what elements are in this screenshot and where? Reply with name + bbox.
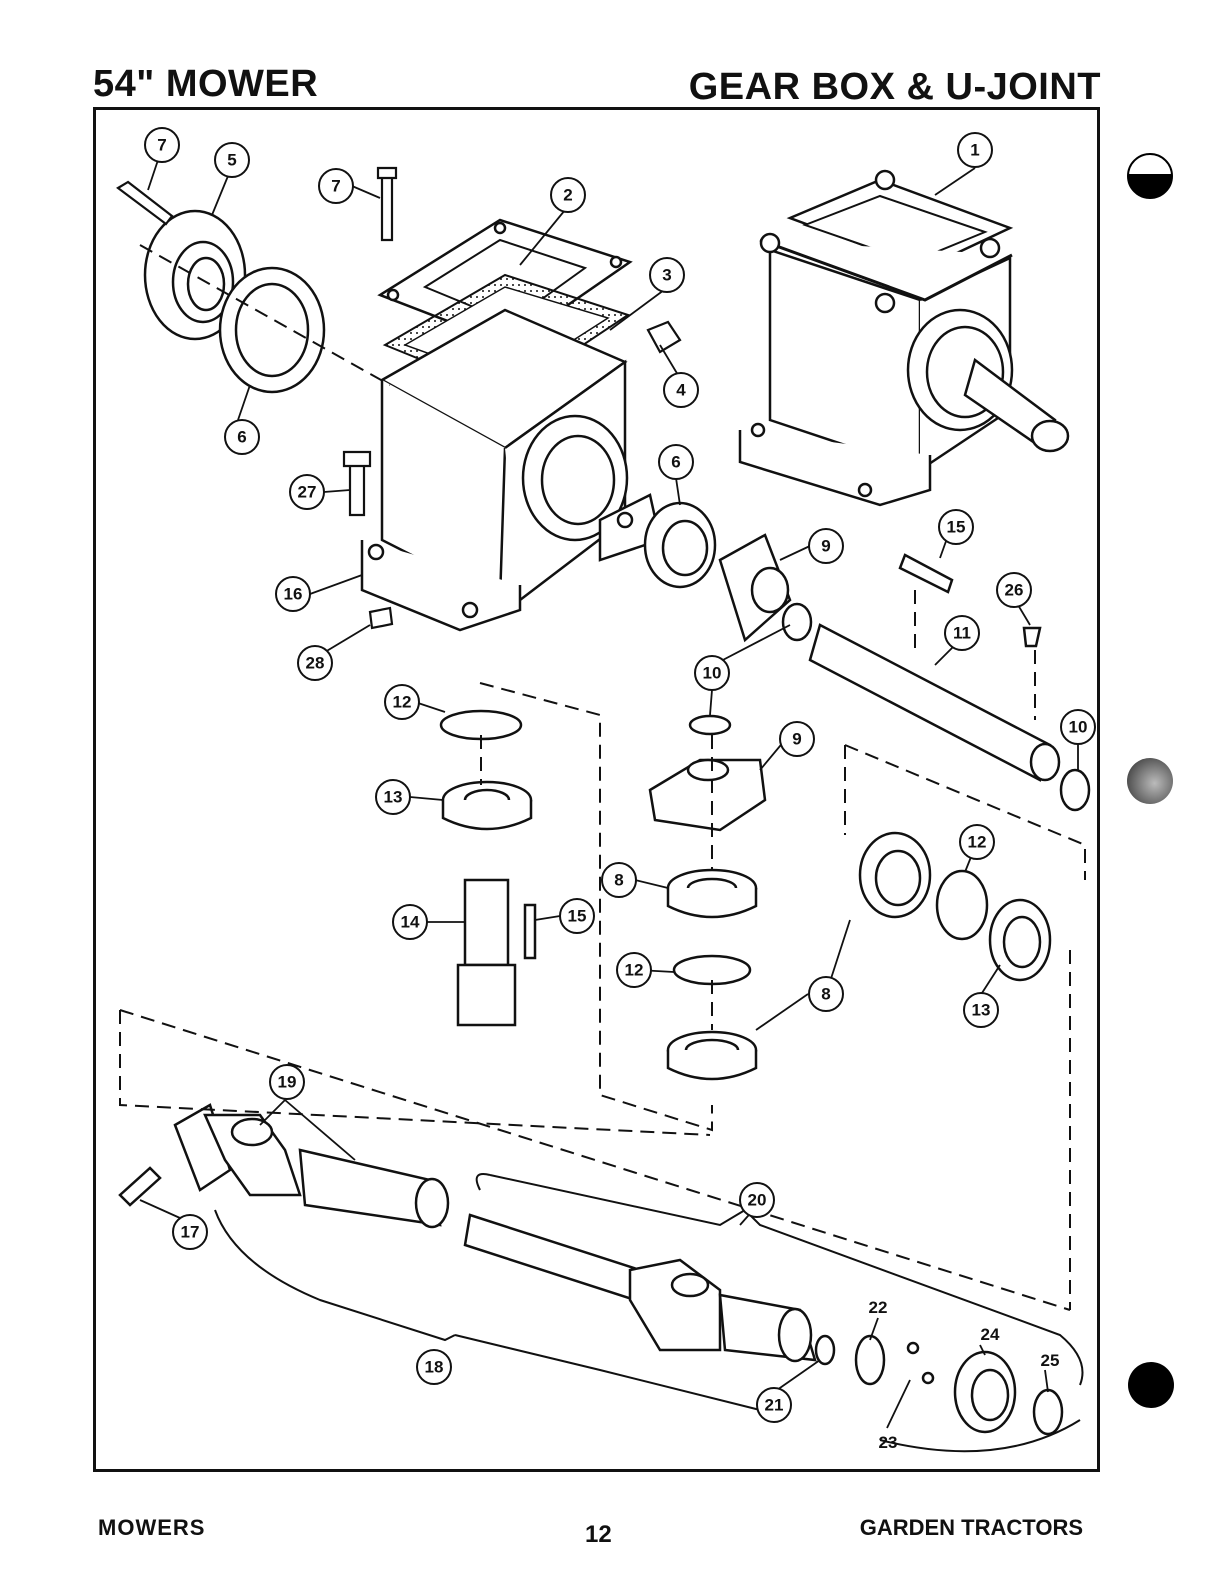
svg-text:11: 11 bbox=[953, 624, 971, 643]
svg-text:13: 13 bbox=[384, 788, 403, 807]
callout-12c: 12 bbox=[616, 952, 652, 988]
svg-text:8: 8 bbox=[821, 985, 830, 1004]
gearbox-assembled bbox=[738, 169, 1070, 507]
footer-left: MOWERS bbox=[98, 1515, 206, 1540]
svg-text:10: 10 bbox=[1069, 718, 1088, 737]
callout-6b: 6 bbox=[658, 444, 694, 480]
callout-1: 1 bbox=[957, 132, 993, 168]
svg-text:27: 27 bbox=[298, 483, 317, 502]
callout-8a: 8 bbox=[601, 862, 637, 898]
svg-text:8: 8 bbox=[614, 871, 623, 890]
black-circle-index-tab bbox=[1128, 1362, 1174, 1408]
callout-3: 3 bbox=[649, 257, 685, 293]
callout-19: 19 bbox=[269, 1064, 305, 1100]
svg-text:12: 12 bbox=[393, 693, 412, 712]
svg-text:28: 28 bbox=[306, 654, 325, 673]
svg-text:3: 3 bbox=[662, 266, 671, 285]
callout-27: 27 bbox=[289, 474, 325, 510]
part-labels-plain: 22 23 24 25 bbox=[869, 1298, 1060, 1452]
svg-text:16: 16 bbox=[284, 585, 303, 604]
callout-20: 20 bbox=[739, 1182, 775, 1218]
assembly-lines bbox=[119, 244, 1086, 1311]
svg-text:26: 26 bbox=[1005, 581, 1024, 600]
svg-text:12: 12 bbox=[968, 833, 987, 852]
footer-right: GARDEN TRACTORS bbox=[859, 1515, 1083, 1540]
svg-text:9: 9 bbox=[792, 730, 801, 749]
callout-9b: 9 bbox=[779, 721, 815, 757]
callout-10a: 10 bbox=[694, 655, 730, 691]
half-filled-circle-index-tab bbox=[1127, 153, 1173, 199]
svg-text:15: 15 bbox=[568, 907, 587, 926]
callout-12b: 12 bbox=[959, 824, 995, 860]
label-22: 22 bbox=[869, 1298, 888, 1317]
svg-text:21: 21 bbox=[765, 1396, 784, 1415]
svg-text:18: 18 bbox=[425, 1358, 444, 1377]
callout-17: 17 bbox=[172, 1214, 208, 1250]
svg-text:7: 7 bbox=[157, 136, 166, 155]
svg-text:4: 4 bbox=[676, 381, 686, 400]
svg-text:19: 19 bbox=[278, 1073, 297, 1092]
callout-2: 2 bbox=[550, 177, 586, 213]
svg-text:6: 6 bbox=[671, 453, 680, 472]
callout-18: 18 bbox=[416, 1349, 452, 1385]
svg-text:5: 5 bbox=[227, 151, 236, 170]
u-joint-assemblies bbox=[118, 1103, 1064, 1436]
bolts-and-plugs bbox=[116, 166, 682, 630]
svg-text:20: 20 bbox=[748, 1191, 767, 1210]
part-callouts: 1 2 3 4 5 6 6 7 7 8 8 9 9 10 10 11 12 12… bbox=[144, 127, 1096, 1423]
title-left: 54" MOWER bbox=[93, 63, 319, 105]
callout-4: 4 bbox=[663, 372, 699, 408]
svg-text:13: 13 bbox=[972, 1001, 991, 1020]
svg-text:1: 1 bbox=[970, 141, 979, 160]
callout-15b: 15 bbox=[559, 898, 595, 934]
callout-8b: 8 bbox=[808, 976, 844, 1012]
callout-5: 5 bbox=[214, 142, 250, 178]
diagram-frame bbox=[93, 107, 1100, 1472]
flange-and-gasket bbox=[143, 209, 326, 394]
callout-7b: 7 bbox=[318, 168, 354, 204]
callout-6a: 6 bbox=[224, 419, 260, 455]
label-24: 24 bbox=[981, 1325, 1000, 1344]
leader-lines bbox=[139, 159, 1079, 1429]
svg-text:7: 7 bbox=[331, 177, 340, 196]
callout-28: 28 bbox=[297, 645, 333, 681]
callout-11: 11 bbox=[944, 615, 980, 651]
callout-26: 26 bbox=[996, 572, 1032, 608]
page-number: 12 bbox=[585, 1521, 612, 1548]
svg-text:12: 12 bbox=[625, 961, 644, 980]
svg-text:15: 15 bbox=[947, 518, 966, 537]
callout-10b: 10 bbox=[1060, 709, 1096, 745]
callout-21: 21 bbox=[756, 1387, 792, 1423]
svg-text:10: 10 bbox=[703, 664, 722, 683]
callout-16: 16 bbox=[275, 576, 311, 612]
bearings-and-gears bbox=[439, 501, 1091, 1081]
svg-text:6: 6 bbox=[237, 428, 246, 447]
callout-13a: 13 bbox=[375, 779, 411, 815]
title-right: GEAR BOX & U-JOINT bbox=[688, 66, 1101, 108]
gearbox-housing bbox=[360, 218, 662, 632]
svg-text:9: 9 bbox=[821, 537, 830, 556]
callout-14: 14 bbox=[392, 904, 428, 940]
label-25: 25 bbox=[1041, 1351, 1060, 1370]
callout-12a: 12 bbox=[384, 684, 420, 720]
svg-text:2: 2 bbox=[563, 186, 572, 205]
grey-circle-index-tab bbox=[1127, 758, 1173, 804]
svg-text:14: 14 bbox=[401, 913, 420, 932]
callout-7a: 7 bbox=[144, 127, 180, 163]
label-23: 23 bbox=[879, 1433, 898, 1452]
callout-13b: 13 bbox=[963, 992, 999, 1028]
callout-15a: 15 bbox=[938, 509, 974, 545]
callout-9a: 9 bbox=[808, 528, 844, 564]
svg-text:17: 17 bbox=[181, 1223, 200, 1242]
